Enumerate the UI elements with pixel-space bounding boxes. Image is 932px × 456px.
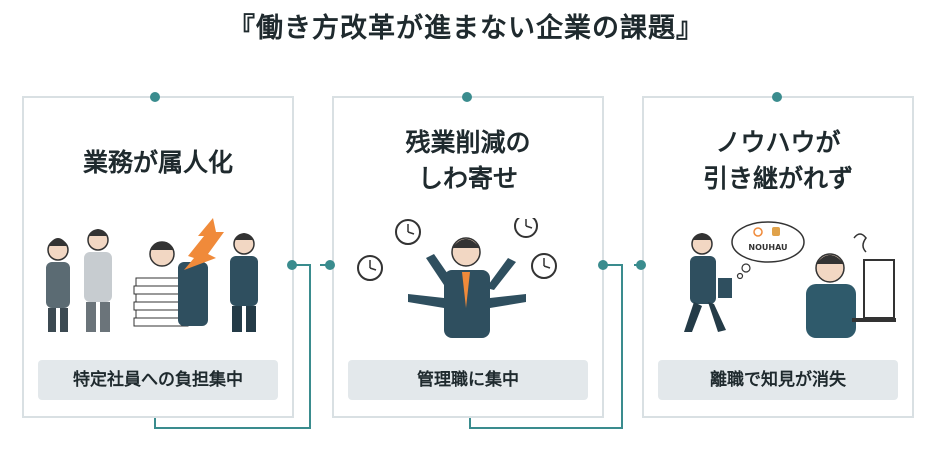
connector-dot — [462, 92, 472, 102]
departing-employee-illustration: NOUHAU — [684, 221, 896, 338]
panel-label: 管理職に集中 — [348, 360, 588, 400]
panel-title-line2: 引き継がれず — [702, 164, 853, 193]
panel-label: 特定社員への負担集中 — [38, 360, 278, 400]
panel-title: 業務が属人化 — [82, 148, 233, 177]
connector-dot — [150, 92, 160, 102]
panel-overtime-burden: 残業削減の しわ寄せ 管理職に集中 — [332, 96, 604, 418]
page-title: 『働き方改革が進まない企業の課題』 — [228, 13, 704, 44]
panel-knowhow-loss: ノウハウが 引き継がれず NOUHAU 離職で知見が消失 — [642, 96, 914, 418]
panel-title-line1: ノウハウが — [715, 128, 841, 157]
connector-dot — [636, 260, 646, 270]
connector-dot — [287, 260, 297, 270]
connector-dot — [772, 92, 782, 102]
connector-dot — [325, 260, 335, 270]
clock-icon — [514, 218, 538, 238]
bubble-text: NOUHAU — [748, 243, 787, 252]
overworked-employee-illustration — [46, 218, 258, 332]
orange-arrow-icon — [184, 218, 224, 270]
panel-label: 離職で知見が消失 — [658, 360, 898, 400]
magnifier-icon — [753, 227, 763, 237]
connector-dot — [598, 260, 608, 270]
database-icon — [772, 227, 780, 236]
stressed-manager-illustration — [357, 218, 557, 338]
panel-title-line2: しわ寄せ — [417, 164, 518, 193]
panel-siloed-work: 業務が属人化 特定社員への負担集中 — [22, 96, 294, 418]
panel-title-line1: 残業削減の — [405, 128, 531, 157]
